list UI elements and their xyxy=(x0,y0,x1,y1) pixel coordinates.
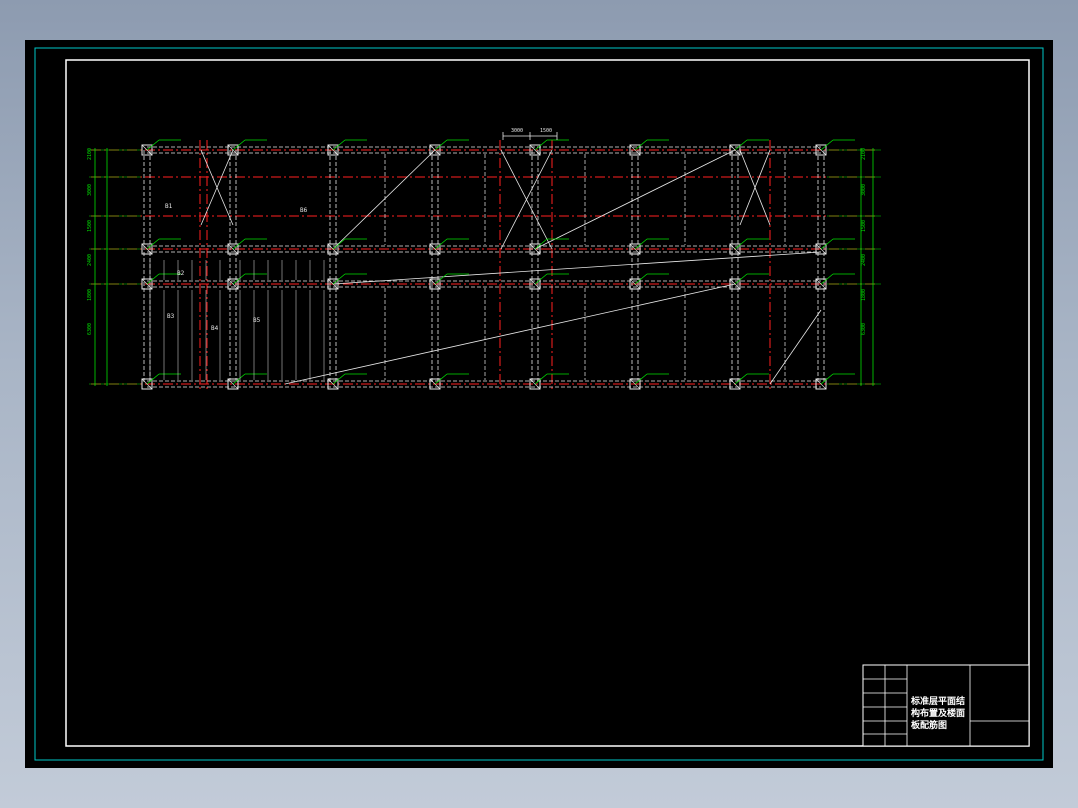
column xyxy=(227,278,239,290)
rebar-diagonal xyxy=(332,149,436,250)
leader-line xyxy=(332,273,346,285)
leader-line xyxy=(332,238,346,250)
leader-line xyxy=(634,238,648,250)
rebar-diagonal xyxy=(284,283,736,385)
column xyxy=(529,243,541,255)
outer-border xyxy=(34,47,1044,761)
column xyxy=(227,144,239,156)
leader-line xyxy=(534,139,548,151)
leader-line xyxy=(146,373,160,385)
title-line-3: 板配筋图 xyxy=(911,719,947,731)
leader-line xyxy=(146,238,160,250)
rebar-diagonal xyxy=(769,309,822,385)
drawing-frame xyxy=(65,59,1030,747)
column xyxy=(429,243,441,255)
column xyxy=(141,278,153,290)
top-dimension-text: 1500 xyxy=(540,128,552,134)
leader-line xyxy=(434,273,448,285)
leader-line xyxy=(534,273,548,285)
left-dimension-text: 2400 xyxy=(87,254,93,266)
column xyxy=(729,278,741,290)
column xyxy=(327,243,339,255)
column xyxy=(815,144,827,156)
right-dimension-text: 1800 xyxy=(861,289,867,301)
column xyxy=(729,243,741,255)
slab-label: B6 xyxy=(300,207,308,214)
column xyxy=(529,278,541,290)
column xyxy=(327,378,339,390)
left-dimension-text: 3000 xyxy=(87,184,93,196)
column xyxy=(815,243,827,255)
stair-cross xyxy=(739,149,771,226)
leader-line xyxy=(332,139,346,151)
right-dimension-text: 1500 xyxy=(861,220,867,232)
left-dimension-text: 2100 xyxy=(87,148,93,160)
leader-line xyxy=(232,373,246,385)
column xyxy=(529,144,541,156)
leader-line xyxy=(634,139,648,151)
leader-line xyxy=(820,238,834,250)
slab-label: B5 xyxy=(253,317,261,324)
leader-line xyxy=(534,373,548,385)
column xyxy=(429,378,441,390)
left-dimension-text: 6300 xyxy=(87,323,93,335)
leader-line xyxy=(232,139,246,151)
floor-plan: 2100 3000 1500 2400 1800 6300 2100 3000 1500 2400… xyxy=(87,128,881,390)
column xyxy=(629,144,641,156)
leader-line xyxy=(820,273,834,285)
slab-label: B2 xyxy=(177,270,185,277)
leader-line xyxy=(820,139,834,151)
column xyxy=(227,378,239,390)
leader-line xyxy=(634,373,648,385)
right-dimension-text: 6300 xyxy=(861,323,867,335)
leader-line xyxy=(634,273,648,285)
leader-line xyxy=(734,373,748,385)
leader-line xyxy=(820,373,834,385)
rebar-diagonal xyxy=(534,149,736,250)
cad-drawing: 2100 3000 1500 2400 1800 6300 2100 3000 1500 2400… xyxy=(34,47,1044,761)
title-line-1: 标准层平面结 xyxy=(910,695,965,707)
right-dimension-text: 3000 xyxy=(861,184,867,196)
column xyxy=(141,243,153,255)
cad-viewport[interactable]: 2100 3000 1500 2400 1800 6300 2100 3000 1500 2400… xyxy=(25,40,1053,768)
leader-line xyxy=(734,139,748,151)
leader-line xyxy=(434,238,448,250)
column xyxy=(327,144,339,156)
left-dimension-text: 1800 xyxy=(87,289,93,301)
leader-line xyxy=(232,273,246,285)
leader-line xyxy=(232,238,246,250)
left-dimension-text: 1500 xyxy=(87,220,93,232)
column xyxy=(629,378,641,390)
right-dimension-text: 2400 xyxy=(861,254,867,266)
top-dimension-text: 3000 xyxy=(511,128,523,134)
column xyxy=(815,378,827,390)
leader-line xyxy=(734,238,748,250)
leader-line xyxy=(434,373,448,385)
slab-label: B3 xyxy=(167,313,175,320)
column xyxy=(629,243,641,255)
leader-line xyxy=(434,139,448,151)
column xyxy=(815,278,827,290)
stair-cross xyxy=(200,149,234,226)
column xyxy=(629,278,641,290)
column xyxy=(429,278,441,290)
slab-label: B1 xyxy=(165,203,173,210)
slab-label: B4 xyxy=(211,325,219,332)
column xyxy=(227,243,239,255)
leader-line xyxy=(146,139,160,151)
column xyxy=(429,144,441,156)
rebar-diagonal xyxy=(332,251,822,285)
leader-line xyxy=(534,238,548,250)
title-block: 标准层平面结 构布置及楼面 板配筋图 xyxy=(862,664,1030,747)
title-line-2: 构布置及楼面 xyxy=(911,707,965,719)
leader-line xyxy=(146,273,160,285)
column xyxy=(529,378,541,390)
right-dimension-text: 2100 xyxy=(861,148,867,160)
column xyxy=(141,144,153,156)
column xyxy=(141,378,153,390)
column xyxy=(729,378,741,390)
leader-line xyxy=(734,273,748,285)
leader-line xyxy=(332,373,346,385)
stair-cross xyxy=(500,149,553,250)
